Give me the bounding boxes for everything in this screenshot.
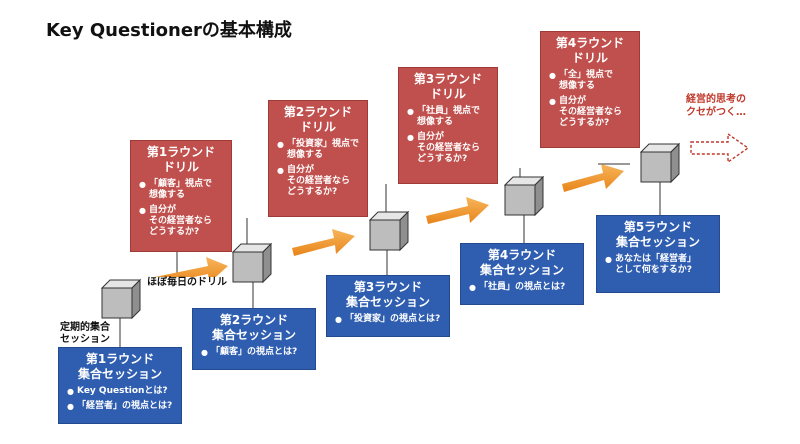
session-title: 第5ラウンド 集合セッション (615, 220, 700, 249)
session-title: 第4ラウンド 集合セッション (479, 248, 564, 277)
session-title: 第3ラウンド 集合セッション (345, 280, 430, 309)
outcome-label: 経営的思考の クセがつく… (686, 94, 746, 118)
page-title: Key Questionerの基本構成 (46, 20, 292, 41)
daily-drill-label: ほぼ毎日のドリル (146, 277, 228, 289)
drill-item: 「顧客」視点で 想像する (139, 179, 231, 201)
drill-item: 自分が その経営者なら どうするか? (277, 165, 367, 198)
drill-title: 第3ラウンド ドリル (413, 72, 483, 101)
session-box-5: 第5ラウンド 集合セッション あなたは「経営者」 として何をするか? (596, 215, 720, 293)
session-box-3: 第3ラウンド 集合セッション 「投資家」の視点とは? (326, 275, 450, 337)
arrow-3-icon (426, 197, 489, 224)
drill-box-1: 第1ラウンド ドリル 「顧客」視点で 想像する 自分が その経営者なら どうする… (130, 140, 232, 252)
dashed-arrow-icon (690, 132, 750, 164)
session-item: 「顧客」の視点とは? (201, 347, 315, 358)
arrow-4-icon (562, 164, 624, 192)
regular-session-label: 定期的集合 セッション (60, 322, 110, 345)
arrow-2-icon (292, 229, 355, 256)
drill-box-2: 第2ラウンド ドリル 「投資家」視点で 想像する 自分が その経営者なら どうす… (268, 100, 368, 217)
drill-box-3: 第3ラウンド ドリル 「社員」視点で 想像する 自分が その経営者なら どうする… (398, 67, 498, 184)
session-box-4: 第4ラウンド 集合セッション 「社員」の視点とは? (460, 243, 584, 305)
drill-item: 自分が その経営者なら どうするか? (549, 96, 639, 129)
cube-3-icon (368, 210, 410, 252)
cube-5-icon (639, 142, 681, 184)
drill-item: 「投資家」視点で 想像する (277, 139, 367, 161)
drill-item: 「全」視点で 想像する (549, 70, 639, 92)
cube-4-icon (503, 175, 545, 217)
cube-2-icon (231, 242, 273, 284)
drill-item: 自分が その経営者なら どうするか? (139, 205, 231, 238)
drill-item: 「社員」視点で 想像する (407, 106, 497, 128)
session-item: Key Questionとは? (67, 386, 181, 397)
session-box-2: 第2ラウンド 集合セッション 「顧客」の視点とは? (192, 308, 316, 370)
session-title: 第1ラウンド 集合セッション (77, 352, 162, 381)
drill-title: 第2ラウンド ドリル (283, 105, 353, 134)
session-item: 「投資家」の視点とは? (335, 314, 449, 325)
drill-box-4: 第4ラウンド ドリル 「全」視点で 想像する 自分が その経営者なら どうするか… (540, 31, 640, 148)
session-item: あなたは「経営者」 として何をするか? (605, 254, 719, 276)
drill-title: 第1ラウンド ドリル (146, 145, 216, 174)
drill-title: 第4ラウンド ドリル (555, 36, 625, 65)
session-title: 第2ラウンド 集合セッション (211, 313, 296, 342)
cube-1-icon (100, 278, 142, 320)
session-box-1: 第1ラウンド 集合セッション Key Questionとは? 「経営者」の視点と… (58, 347, 182, 424)
session-item: 「経営者」の視点とは? (67, 401, 181, 412)
drill-item: 自分が その経営者なら どうするか? (407, 132, 497, 165)
session-item: 「社員」の視点とは? (469, 282, 583, 293)
